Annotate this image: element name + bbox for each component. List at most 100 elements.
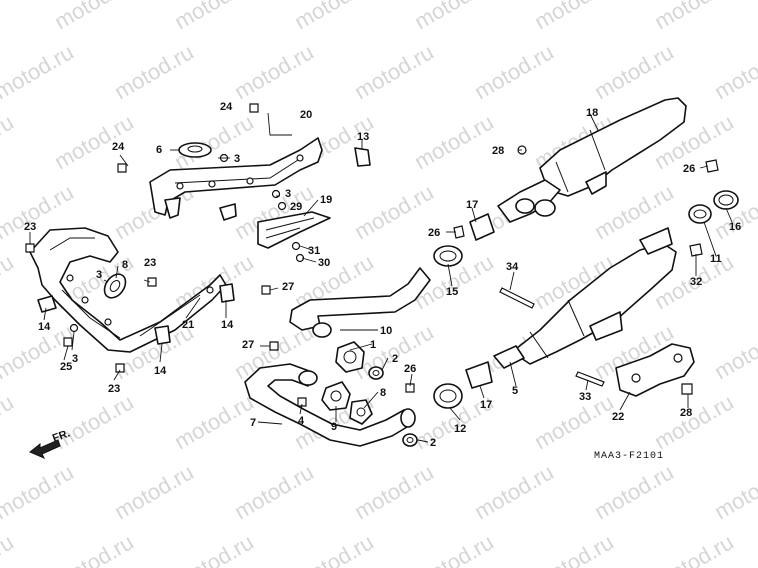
callout-26: 26 [428,227,440,239]
watermark-text: motod.ru [170,109,258,174]
watermark-text: motod.ru [50,529,138,568]
part-clip-14c [154,325,171,345]
callout-27: 27 [242,339,254,351]
watermark-text: motod.ru [0,459,78,524]
part-heat-shield-upper [149,137,323,219]
part-band-11 [688,204,712,224]
callout-3: 3 [234,153,240,165]
callout-3: 3 [72,353,78,365]
front-direction-arrow: FR. [29,427,72,459]
watermark-text: motod.ru [350,459,438,524]
part-clip-14b [219,283,235,303]
callout-2: 2 [430,437,436,449]
callout-24: 24 [220,101,233,113]
part-exhaust-pipe-10 [289,267,431,338]
part-muffler-5 [493,227,677,369]
watermark-text: motod.ru [0,39,78,104]
watermark-text: motod.ru [0,109,18,174]
watermark-text: motod.ru [710,179,758,244]
part-cap-16 [713,190,739,210]
callout-31: 31 [308,245,320,257]
watermark-text: motod.ru [230,39,318,104]
part-clamp-15 [433,245,463,267]
callout-11: 11 [710,253,722,265]
watermark-text: motod.ru [170,389,258,454]
watermark-text: motod.ru [530,0,618,34]
callout-21: 21 [182,319,194,331]
watermark-text: motod.ru [110,39,198,104]
part-grommet-6 [178,142,212,158]
watermark-text: motod.ru [0,0,18,34]
watermark-text: motod.ru [410,109,498,174]
part-grommet-8 [103,273,127,299]
watermark-text: motod.ru [170,0,258,34]
part-joint-17b [465,361,493,389]
callout-8: 8 [122,259,128,271]
callout-16: 16 [729,221,741,233]
part-flange-1 [335,341,365,373]
callout-24: 24 [112,141,125,153]
callout-12: 12 [454,423,466,435]
part-exhaust-pipe-7 [244,363,416,447]
callout-18: 18 [586,107,598,119]
callout-10: 10 [380,325,392,337]
watermark-text: motod.ru [710,459,758,524]
callout-34: 34 [506,261,519,273]
watermark-text: motod.ru [230,459,318,524]
watermark-text: motod.ru [350,39,438,104]
callout-23: 23 [144,257,156,269]
part-clip-14a [37,295,57,313]
callout-13: 13 [357,131,369,143]
watermark-text: motod.ru [530,389,618,454]
part-heat-shield-21 [29,227,227,353]
callout-6: 6 [156,144,162,156]
fasteners [25,103,719,407]
callout-17: 17 [466,199,478,211]
callout-27: 27 [282,281,294,293]
callout-14: 14 [221,319,234,331]
watermark-text: motod.ru [710,319,758,384]
watermark-text: motod.ru [590,39,678,104]
watermark-text: motod.ru [590,459,678,524]
callout-1: 1 [370,339,376,351]
watermark-text: motod.ru [410,529,498,568]
callout-22: 22 [612,411,624,423]
diagram-code: MAA3-F2101 [594,451,664,462]
callout-7: 7 [250,417,256,429]
callout-15: 15 [446,286,458,298]
callout-14: 14 [38,321,51,333]
part-clip-13a [354,147,371,167]
watermark-text: motod.ru [410,0,498,34]
callout-3: 3 [96,269,102,281]
part-gasket-2b [402,433,418,447]
part-clamp-12 [433,383,463,409]
callout-20: 20 [300,109,312,121]
part-bracket-22 [615,343,695,397]
watermark-text: motod.ru [470,39,558,104]
callout-14: 14 [154,365,167,377]
callout-23: 23 [108,383,120,395]
callout-33: 33 [579,391,591,403]
watermark-text: motod.ru [170,529,258,568]
callout-19: 19 [320,194,332,206]
part-gasket-2a [368,366,384,380]
watermark-text: motod.ru [350,179,438,244]
callout-23: 23 [24,221,36,233]
watermark-text: motod.ru [0,389,18,454]
part-heat-shield-19 [257,211,331,249]
watermark-text: motod.ru [530,529,618,568]
callout-4: 4 [298,415,305,427]
callout-5: 5 [512,385,518,397]
part-muffler-18 [497,97,687,223]
callout-30: 30 [318,257,330,269]
part-clip-13b [219,203,237,221]
watermark-text: motod.ru [0,249,18,314]
callout-26: 26 [404,363,416,375]
watermark-text: motod.ru [710,39,758,104]
watermark-text: motod.ru [650,389,738,454]
callout-17: 17 [480,399,492,411]
watermark-text: motod.ru [0,529,18,568]
front-label: FR. [51,427,72,444]
